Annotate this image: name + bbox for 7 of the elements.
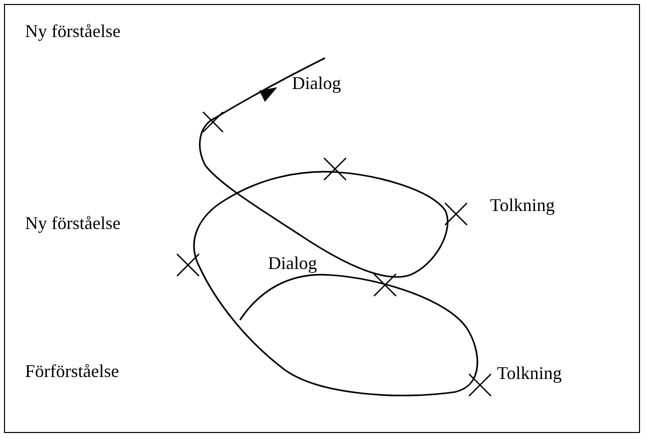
- phase-label: Ny förståelse: [25, 214, 120, 232]
- phase-label: Förförståelse: [25, 362, 119, 380]
- phase-label: Dialog: [292, 74, 341, 92]
- phase-label: Tolkning: [497, 364, 562, 382]
- phase-label: Tolkning: [490, 196, 555, 214]
- phase-label: Ny förståelse: [25, 22, 120, 40]
- phase-label: Dialog: [268, 254, 317, 272]
